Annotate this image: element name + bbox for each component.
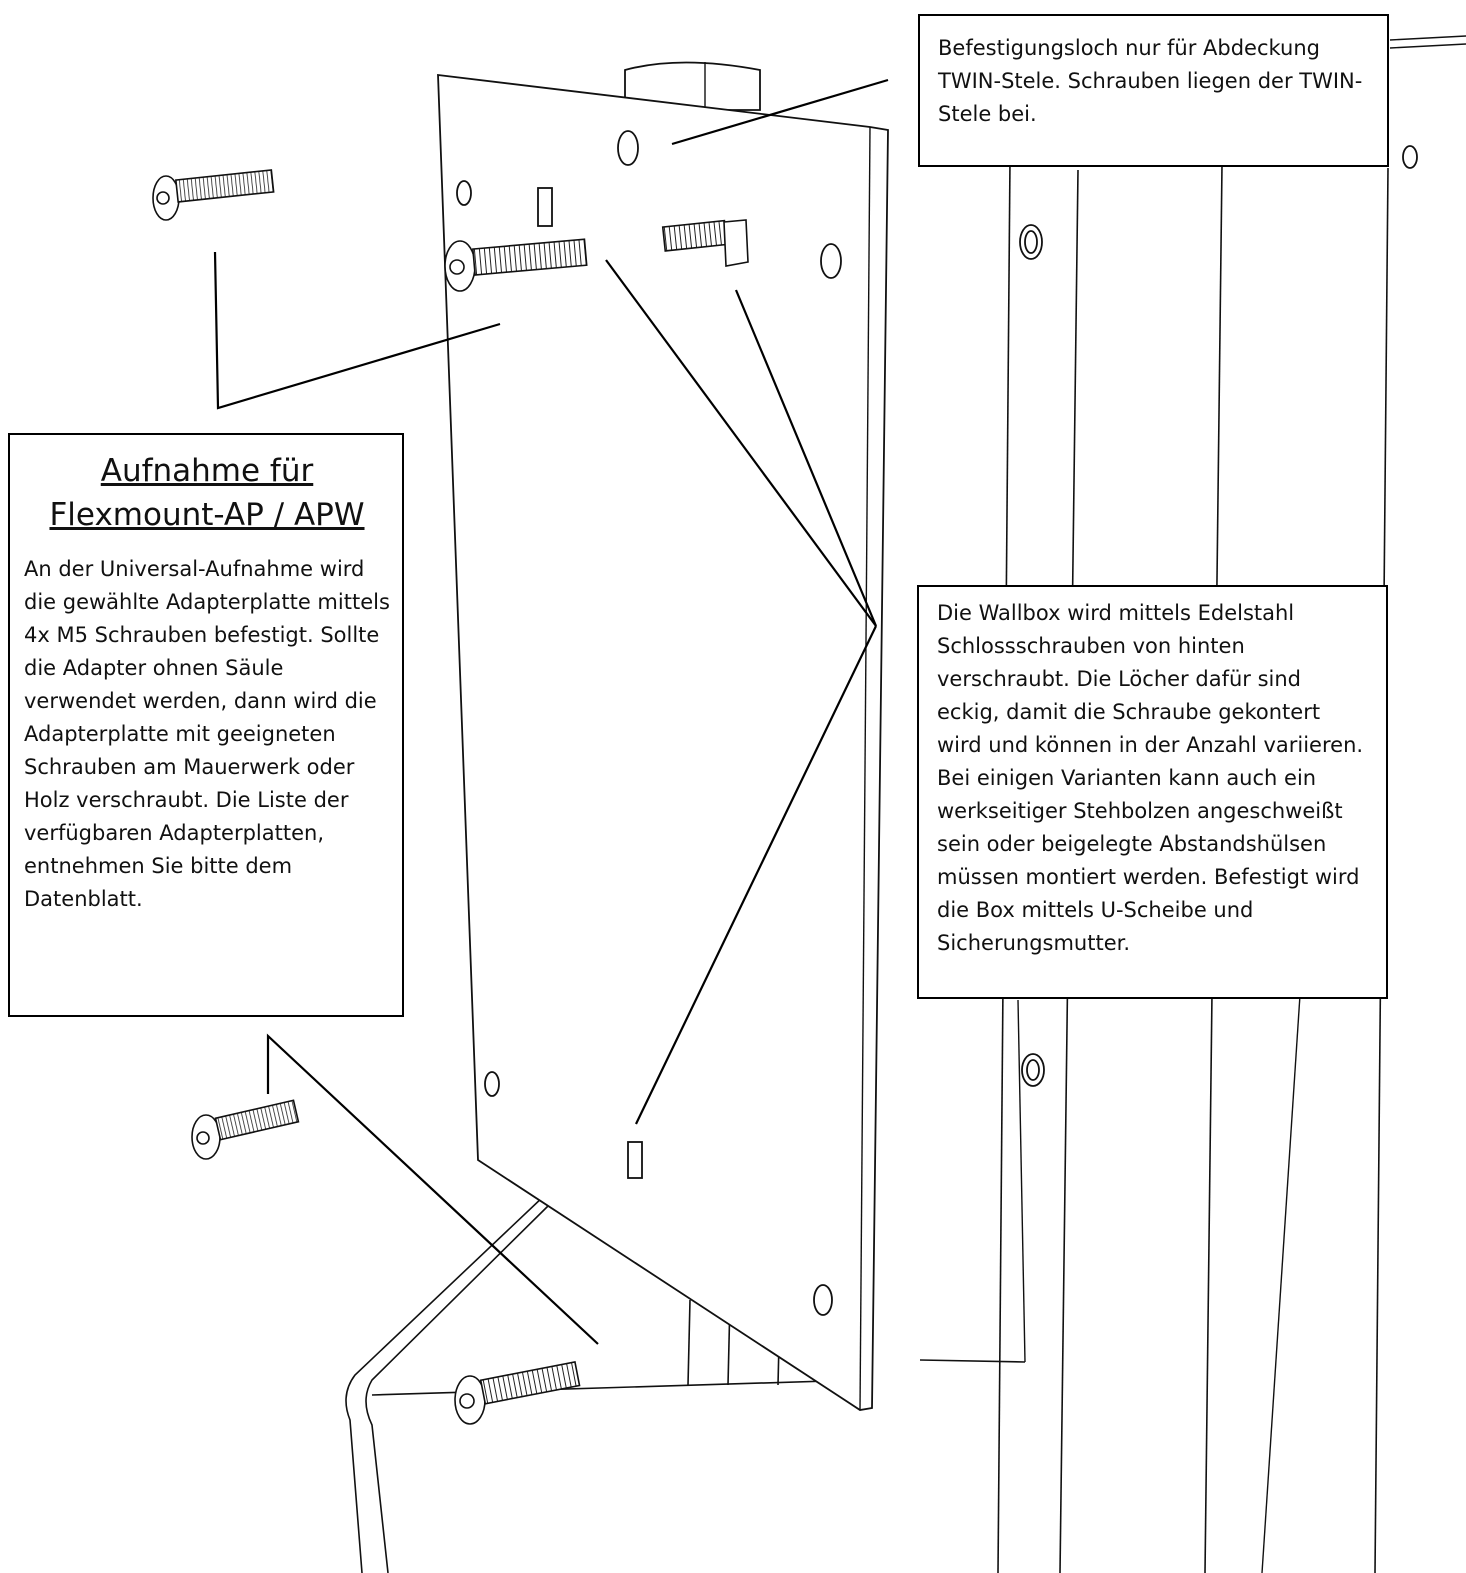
callout-flexmount-title: Aufnahme für Flexmount-AP / APW (24, 449, 390, 537)
callout-fastening-hole: Befestigungsloch nur für Abdeckung TWIN-… (918, 14, 1389, 167)
leader-lines (213, 78, 889, 1345)
callout-flexmount-mount: Aufnahme für Flexmount-AP / APW An der U… (8, 433, 404, 1017)
adapter-plate (437, 61, 889, 1411)
callout-fastening-hole-text: Befestigungsloch nur für Abdeckung TWIN-… (938, 36, 1363, 126)
leader-left-callout-lower (266, 1033, 599, 1345)
callout-flexmount-title-line2: Flexmount-AP / APW (49, 497, 365, 533)
adapter-plate-holes (456, 130, 842, 1316)
leader-right-callout-a (605, 259, 877, 627)
callout-wallbox-mounting: Die Wallbox wird mittels Edelstahl Schlo… (917, 585, 1388, 999)
screw-bottom-center (454, 1360, 581, 1425)
screw-plate-mid (444, 238, 588, 292)
carriage-bolt (661, 219, 749, 267)
callout-flexmount-text: An der Universal-Aufnahme wird die gewäh… (24, 557, 390, 911)
screw-bottom-left (191, 1099, 300, 1160)
screw-top-left (152, 169, 275, 221)
base-profile (345, 1194, 861, 1573)
stele-holes (1019, 145, 1418, 1087)
callout-wallbox-text: Die Wallbox wird mittels Edelstahl Schlo… (937, 601, 1364, 955)
leader-left-callout-upper (213, 251, 501, 410)
leader-top-callout (671, 78, 889, 146)
leader-right-callout-b (734, 289, 878, 627)
callout-flexmount-title-line1: Aufnahme für (100, 453, 314, 489)
leader-right-callout-c (635, 625, 877, 1125)
